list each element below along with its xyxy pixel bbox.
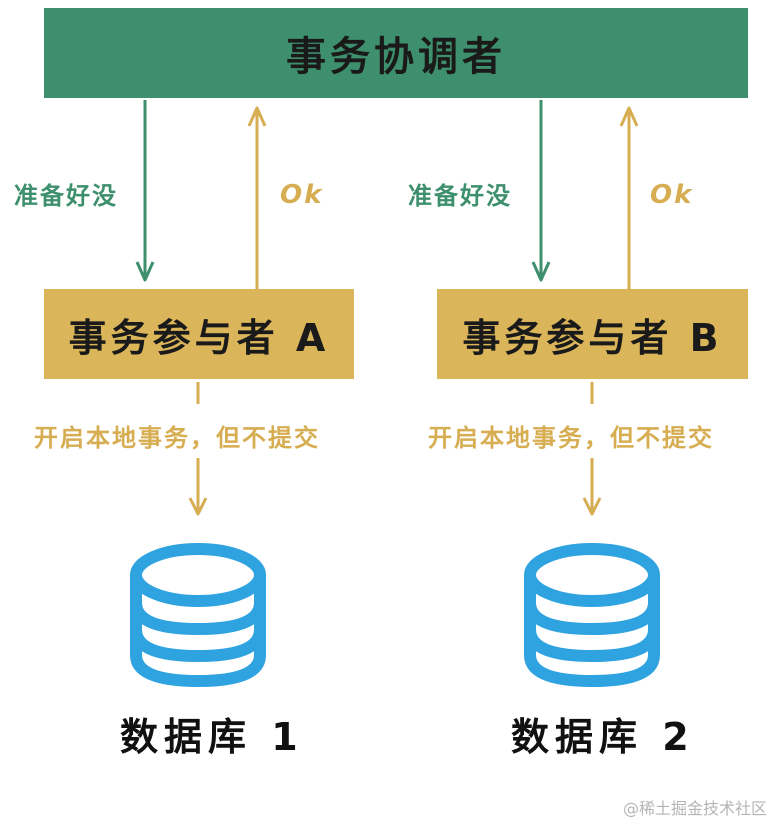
response-label-a: Ok	[280, 180, 324, 210]
response-label-b: Ok	[650, 180, 694, 210]
response-arrow-a	[247, 106, 267, 290]
action-label-a: 开启本地事务，但不提交	[34, 424, 320, 452]
request-label-b: 准备好没	[408, 182, 512, 210]
participant-a-label: 事务参与者 A	[68, 315, 330, 360]
request-label-a: 准备好没	[14, 182, 118, 210]
coordinator-label: 事务协调者	[286, 34, 506, 80]
response-arrow-b	[619, 106, 639, 290]
database-label-1: 数据库 1	[120, 715, 304, 759]
request-arrow-b	[531, 100, 551, 282]
database-label-2: 数据库 2	[511, 715, 695, 759]
watermark: @稀土掘金技术社区	[622, 799, 767, 818]
db-arrow-b	[582, 382, 602, 516]
coordinator-box: 事务协调者	[44, 8, 748, 98]
database-icon	[130, 543, 266, 687]
db-arrow-a	[188, 382, 208, 516]
request-arrow-a	[135, 100, 155, 282]
participant-a-box: 事务参与者 A	[44, 289, 354, 379]
action-label-b: 开启本地事务，但不提交	[428, 424, 714, 452]
participant-b-box: 事务参与者 B	[437, 289, 748, 379]
database-icon	[524, 543, 660, 687]
participant-b-label: 事务参与者 B	[462, 315, 723, 360]
